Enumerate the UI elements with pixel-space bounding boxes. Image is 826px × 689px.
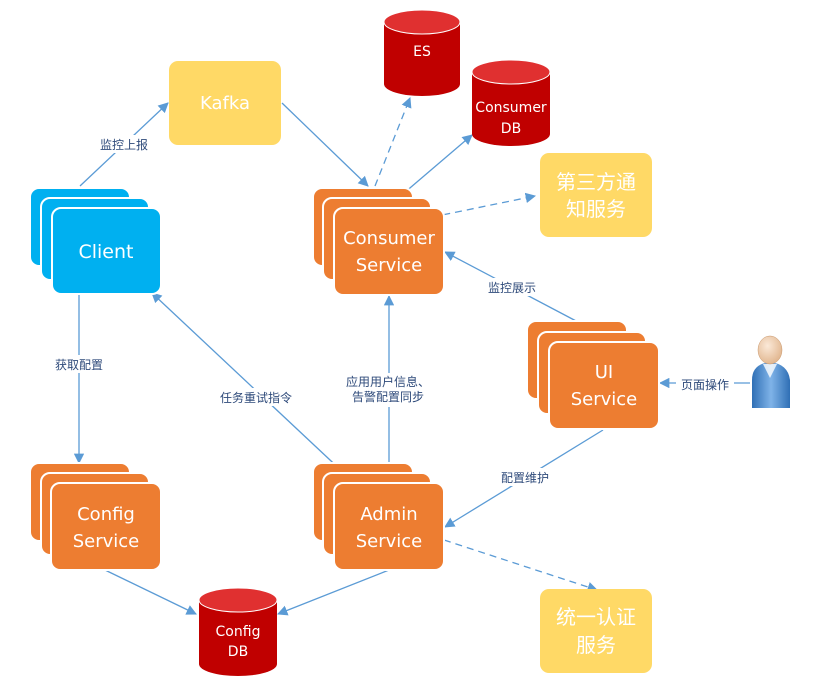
svg-text:UI: UI xyxy=(595,362,613,383)
svg-text:Kafka: Kafka xyxy=(200,93,250,114)
svg-text:页面操作: 页面操作 xyxy=(681,377,729,392)
config-service-node: Config Service xyxy=(29,462,162,571)
edge-admin-configdb xyxy=(277,569,390,616)
svg-text:ES: ES xyxy=(413,44,431,60)
svg-text:第三方通: 第三方通 xyxy=(556,170,636,194)
svg-text:DB: DB xyxy=(501,121,521,137)
svg-text:Client: Client xyxy=(78,241,133,263)
edge-label-monitor-display: 监控展示 xyxy=(483,278,541,296)
svg-text:知服务: 知服务 xyxy=(566,197,626,221)
consumer-service-node: Consumer Service xyxy=(312,187,445,296)
svg-text:Service: Service xyxy=(356,255,423,276)
edge-label-task-retry: 任务重试指令 xyxy=(214,388,298,406)
svg-text:Consumer: Consumer xyxy=(343,228,435,249)
svg-text:Service: Service xyxy=(73,531,140,552)
edge-consumer-thirdparty xyxy=(407,192,537,223)
edge-label-page-operation: 页面操作 xyxy=(676,375,734,393)
svg-text:Admin: Admin xyxy=(360,504,417,525)
third-party-notify-node: 第三方通 知服务 xyxy=(540,153,652,237)
svg-text:应用用户信息、: 应用用户信息、 xyxy=(346,374,430,389)
svg-text:统一认证: 统一认证 xyxy=(556,605,636,629)
consumer-database: Consumer DB xyxy=(471,59,551,146)
svg-text:配置维护: 配置维护 xyxy=(501,471,549,485)
svg-text:监控展示: 监控展示 xyxy=(488,281,536,295)
svg-text:Config: Config xyxy=(216,624,261,640)
ui-service-node: UI Service xyxy=(526,320,660,430)
admin-service-node: Admin Service xyxy=(312,462,445,571)
es-database: ES xyxy=(383,9,461,96)
svg-text:Config: Config xyxy=(77,504,135,525)
svg-text:监控上报: 监控上报 xyxy=(100,137,148,152)
svg-text:告警配置同步: 告警配置同步 xyxy=(352,389,424,404)
edge-label-config-maintain: 配置维护 xyxy=(496,468,554,486)
svg-text:任务重试指令: 任务重试指令 xyxy=(220,390,292,405)
svg-text:Service: Service xyxy=(571,389,638,410)
svg-text:DB: DB xyxy=(228,644,248,660)
edge-label-sync-info: 应用用户信息、 告警配置同步 xyxy=(340,373,434,407)
unified-auth-node: 统一认证 服务 xyxy=(540,589,652,673)
edge-label-get-config: 获取配置 xyxy=(50,355,108,373)
edge-config-configdb xyxy=(104,569,197,615)
svg-text:Consumer: Consumer xyxy=(475,100,547,116)
config-database: Config DB xyxy=(198,587,278,676)
edge-admin-auth xyxy=(443,539,598,593)
svg-text:获取配置: 获取配置 xyxy=(55,358,103,372)
client-node: Client xyxy=(29,187,162,295)
edge-kafka-consumer xyxy=(281,102,369,187)
edge-label-report-monitor: 监控上报 xyxy=(95,135,153,153)
kafka-node: Kafka xyxy=(169,61,281,145)
person-icon xyxy=(752,335,790,408)
svg-text:Service: Service xyxy=(356,531,423,552)
edge-consumer-es xyxy=(374,97,412,187)
svg-text:服务: 服务 xyxy=(576,633,616,657)
